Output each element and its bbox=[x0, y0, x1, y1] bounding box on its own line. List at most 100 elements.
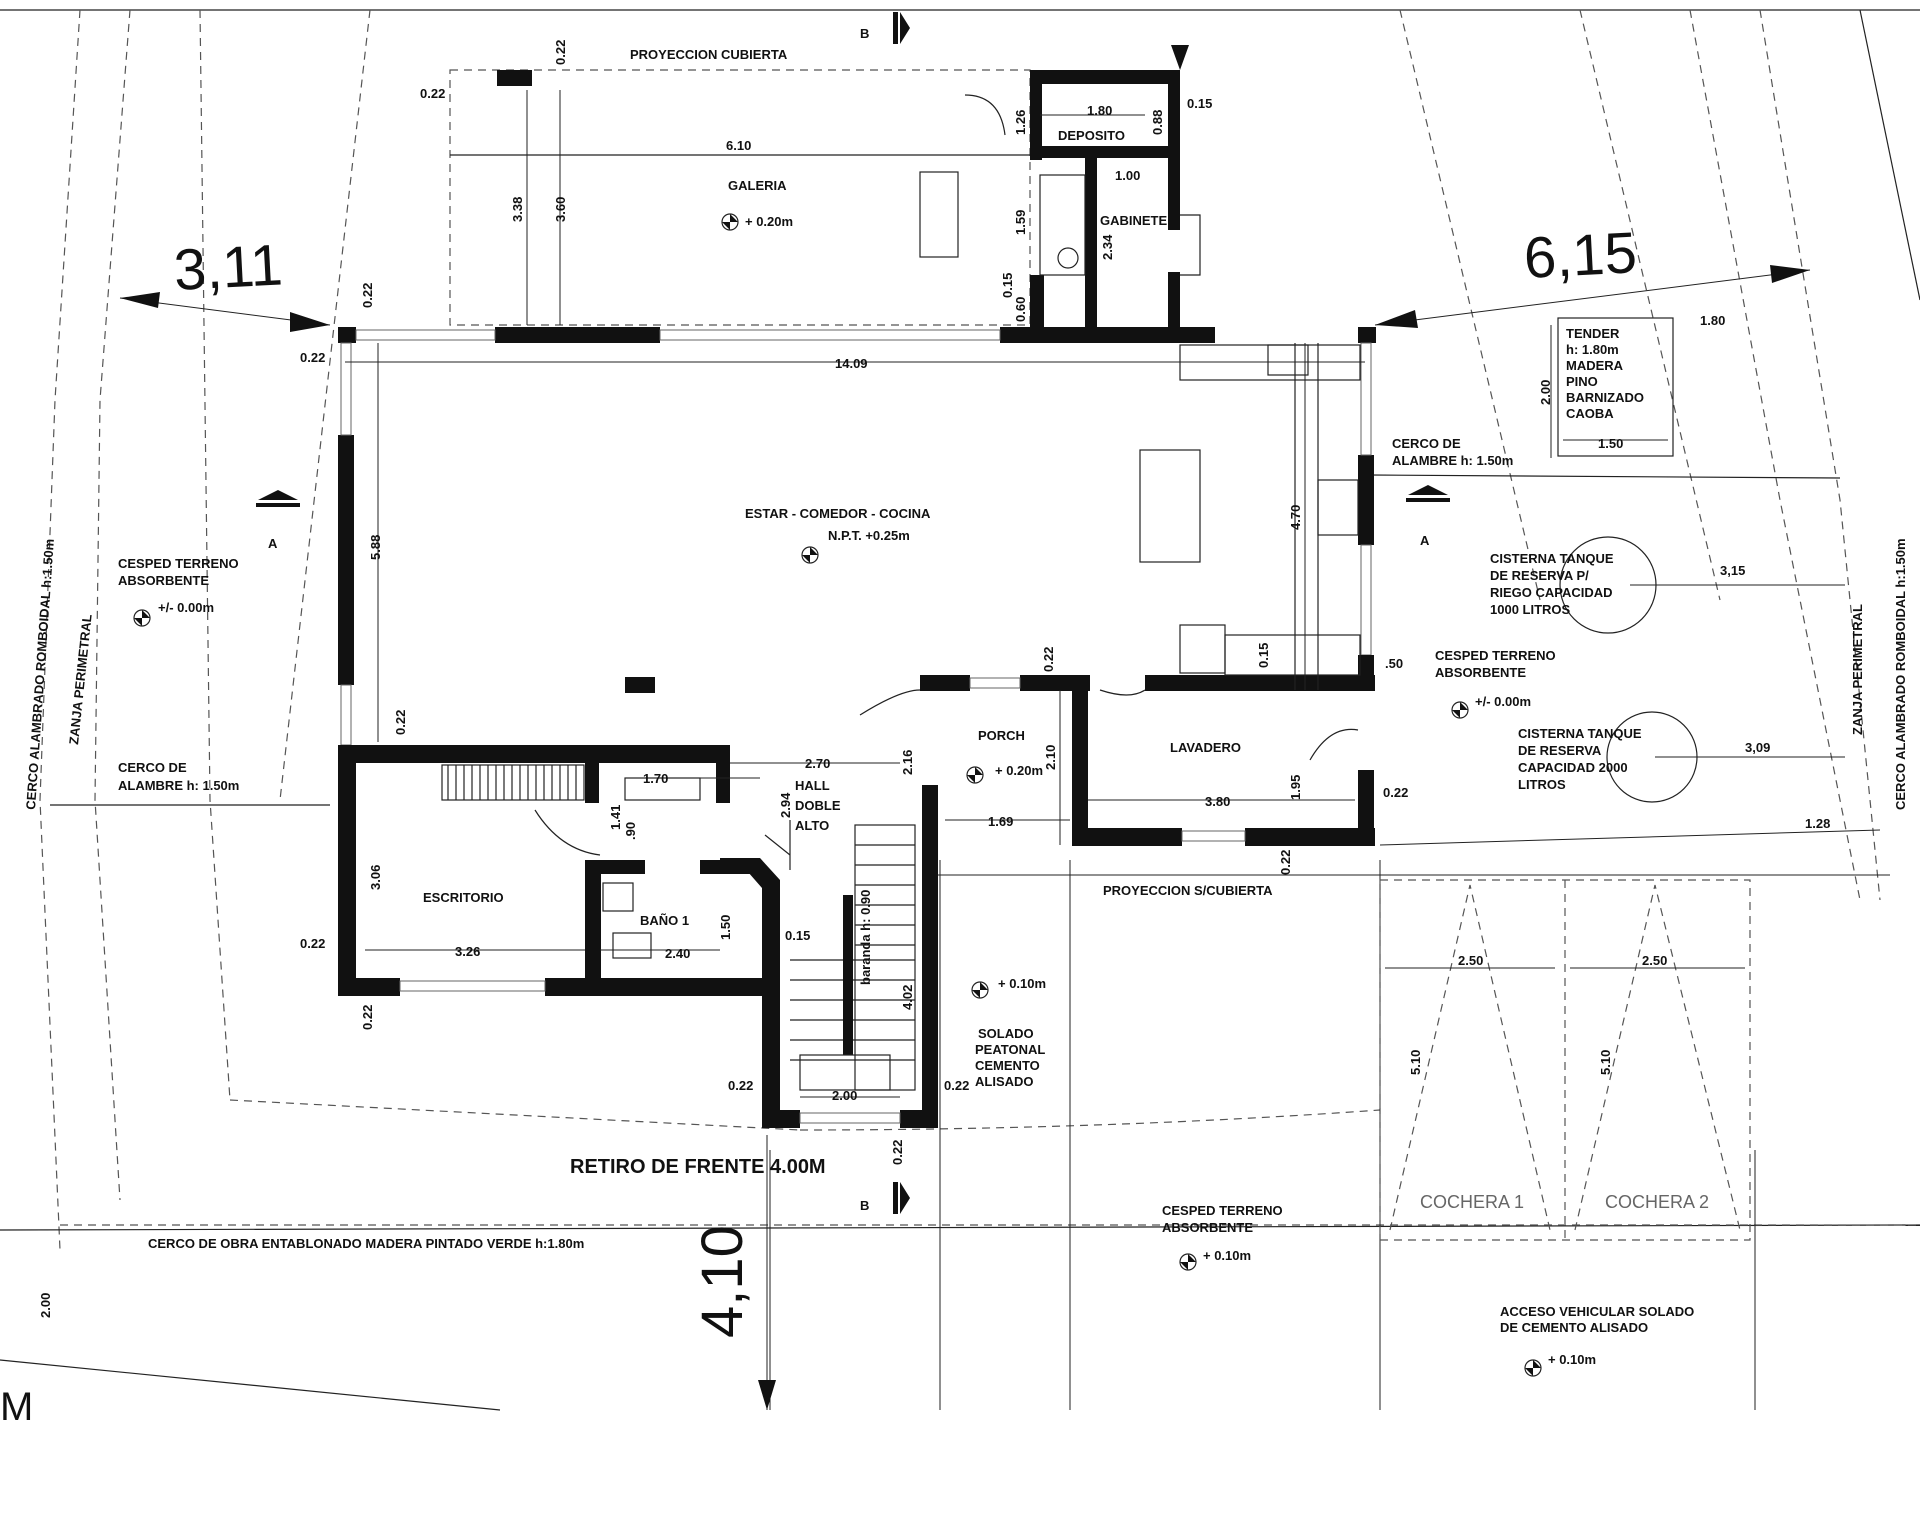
cesped-left-2: ABSORBENTE bbox=[118, 573, 209, 588]
cerco-alambre-left-1: CERCO DE bbox=[118, 760, 187, 775]
baranda-label: baranda h: 0.90 bbox=[858, 890, 873, 985]
dim-022-porch: 0.22 bbox=[1041, 647, 1056, 672]
cerco-alambre-right-2: ALAMBRE h: 1.50m bbox=[1392, 453, 1513, 468]
setback-arrows bbox=[119, 45, 1811, 1410]
tender-3: MADERA bbox=[1566, 358, 1624, 373]
dim-210: 2.10 bbox=[1043, 745, 1058, 770]
dim-200-stair: 2.00 bbox=[832, 1088, 857, 1103]
dim-170: 1.70 bbox=[643, 771, 668, 786]
cesped-left-1: CESPED TERRENO bbox=[118, 556, 239, 571]
solado-3: CEMENTO bbox=[975, 1058, 1040, 1073]
dim-tender-150: 1.50 bbox=[1598, 436, 1623, 451]
dim-deposito-126: 1.26 bbox=[1013, 110, 1028, 135]
dim-169: 1.69 bbox=[988, 814, 1013, 829]
text-layer: B B A A PROYECCION CUBIERTA GALERIA + 0.… bbox=[0, 26, 1908, 1429]
proyeccion-cubierta: PROYECCION CUBIERTA bbox=[630, 47, 788, 62]
dim-309: 3,09 bbox=[1745, 740, 1770, 755]
setback-front: 4,10 bbox=[690, 1225, 755, 1338]
room-estar: ESTAR - COMEDOR - COCINA bbox=[745, 506, 931, 521]
tender-2: h: 1.80m bbox=[1566, 342, 1619, 357]
solado-4: ALISADO bbox=[975, 1074, 1034, 1089]
room-cochera-2: COCHERA 2 bbox=[1605, 1192, 1709, 1212]
dim-015-lav: 0.15 bbox=[1256, 643, 1271, 668]
tender-6: CAOBA bbox=[1566, 406, 1614, 421]
dim-deposito-180: 1.80 bbox=[1087, 103, 1112, 118]
room-galeria: GALERIA bbox=[728, 178, 787, 193]
estar-level: N.P.T. +0.25m bbox=[828, 528, 910, 543]
dim-200-corner: 2.00 bbox=[38, 1293, 53, 1318]
dim-159: 1.59 bbox=[1013, 210, 1028, 235]
section-b-bottom: B bbox=[860, 1198, 869, 1213]
dim-510-2: 5.10 bbox=[1598, 1050, 1613, 1075]
retiro-frente: RETIRO DE FRENTE 4.00M bbox=[570, 1156, 826, 1178]
dim-195: 1.95 bbox=[1288, 775, 1303, 800]
room-hall-2: DOBLE bbox=[795, 798, 841, 813]
cerco-alambrado-left: CERCO ALAMBRADO ROMBOIDAL h:1.50m bbox=[23, 538, 57, 810]
cerco-alambre-right-1: CERCO DE bbox=[1392, 436, 1461, 451]
cisterna-2-2: DE RESERVA bbox=[1518, 743, 1602, 758]
setback-right: 6,15 bbox=[1522, 220, 1638, 291]
cesped-front-2: ABSORBENTE bbox=[1162, 1220, 1253, 1235]
cesped-right-2: ABSORBENTE bbox=[1435, 665, 1526, 680]
porch-level: + 0.20m bbox=[995, 763, 1043, 778]
dim-022-lav-bottom: 0.22 bbox=[1278, 850, 1293, 875]
level-markers bbox=[133, 213, 1542, 1377]
acceso-2: DE CEMENTO ALISADO bbox=[1500, 1320, 1648, 1335]
dim-050: .50 bbox=[1385, 656, 1403, 671]
dim-015-galeria: 0.15 bbox=[1000, 273, 1015, 298]
dim-022-escr-top: 0.22 bbox=[393, 710, 408, 735]
dim-510-1: 5.10 bbox=[1408, 1050, 1423, 1075]
dim-240: 2.40 bbox=[665, 946, 690, 961]
setback-left: 3,11 bbox=[172, 232, 284, 303]
dim-234: 2.34 bbox=[1100, 234, 1115, 260]
room-hall-3: ALTO bbox=[795, 818, 829, 833]
site-lines bbox=[0, 9, 1920, 1411]
dim-022-escr-bot: 0.22 bbox=[360, 1005, 375, 1030]
dim-470: 4.70 bbox=[1288, 505, 1303, 530]
dim-326: 3.26 bbox=[455, 944, 480, 959]
cisterna-1-4: 1000 LITROS bbox=[1490, 602, 1571, 617]
dim-060: 0.60 bbox=[1013, 297, 1028, 322]
dim-022-stair-right: 0.22 bbox=[944, 1078, 969, 1093]
proyeccion-semicubierta: PROYECCION S/CUBIERTA bbox=[1103, 883, 1273, 898]
stair-main bbox=[790, 824, 916, 1091]
dim-294: 2.94 bbox=[778, 792, 793, 818]
cisterna-2-1: CISTERNA TANQUE bbox=[1518, 726, 1642, 741]
section-b-top: B bbox=[860, 26, 869, 41]
dim-deposito-015: 0.15 bbox=[1187, 96, 1212, 111]
room-cochera-1: COCHERA 1 bbox=[1420, 1192, 1524, 1212]
dim-gabinete-100: 1.00 bbox=[1115, 168, 1140, 183]
room-escritorio: ESCRITORIO bbox=[423, 890, 504, 905]
room-deposito: DEPOSITO bbox=[1058, 128, 1125, 143]
corner-letter: M bbox=[0, 1385, 33, 1429]
walls bbox=[338, 70, 1376, 1128]
parking bbox=[1379, 879, 1751, 1241]
dim-deposito-088: 0.88 bbox=[1150, 110, 1165, 135]
cisterna-1-1: CISTERNA TANQUE bbox=[1490, 551, 1614, 566]
cisterna-2-3: CAPACIDAD 2000 bbox=[1518, 760, 1628, 775]
dim-090: .90 bbox=[623, 822, 638, 840]
cisterna-2-4: LITROS bbox=[1518, 777, 1566, 792]
section-a-left: A bbox=[268, 536, 278, 551]
room-gabinete: GABINETE bbox=[1100, 213, 1168, 228]
room-bano: BAÑO 1 bbox=[640, 913, 689, 928]
dim-022-front: 0.22 bbox=[890, 1140, 905, 1165]
dim-380: 3.80 bbox=[1205, 794, 1230, 809]
zanja-right: ZANJA PERIMETRAL bbox=[1850, 604, 1865, 735]
dim-250-2: 2.50 bbox=[1642, 953, 1667, 968]
room-lavadero: LAVADERO bbox=[1170, 740, 1241, 755]
tender-1: TENDER bbox=[1566, 326, 1620, 341]
dim-galeria-width: 6.10 bbox=[726, 138, 751, 153]
dim-128: 1.28 bbox=[1805, 816, 1830, 831]
cisterna-1-2: DE RESERVA P/ bbox=[1490, 568, 1589, 583]
dim-306: 3.06 bbox=[368, 865, 383, 890]
zanja-left: ZANJA PERIMETRAL bbox=[66, 613, 95, 745]
room-porch: PORCH bbox=[978, 728, 1025, 743]
dim-588: 5.88 bbox=[368, 535, 383, 560]
cesped-right-level: +/- 0.00m bbox=[1475, 694, 1531, 709]
dim-galeria-360: 3.60 bbox=[553, 197, 568, 222]
solado-level: + 0.10m bbox=[998, 976, 1046, 991]
dim-270: 2.70 bbox=[805, 756, 830, 771]
solado-2: PEATONAL bbox=[975, 1042, 1045, 1057]
